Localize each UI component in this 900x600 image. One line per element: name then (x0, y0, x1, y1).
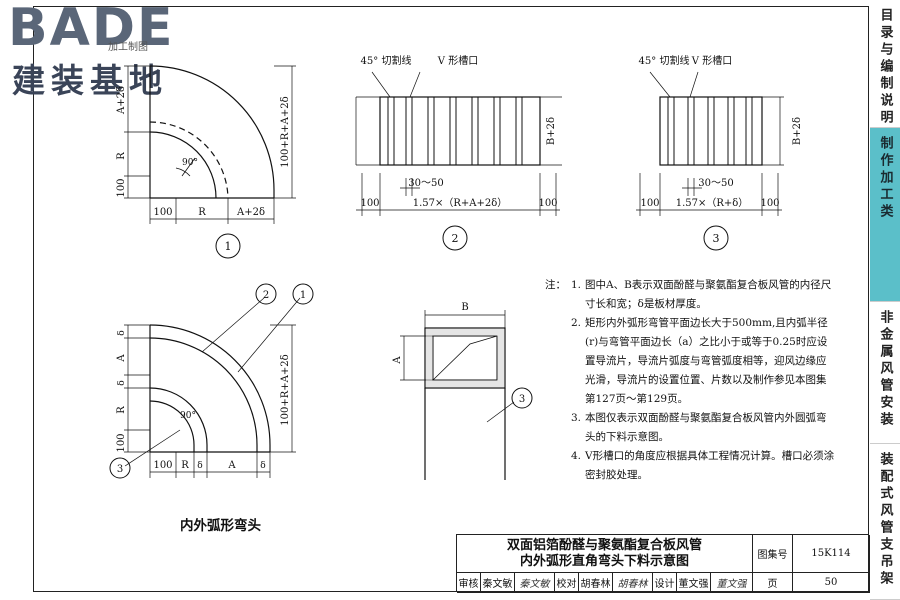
elbow-dim-100: 100 (116, 433, 127, 452)
section-dim-A: A (392, 356, 403, 365)
check-signature: 胡春林 (613, 573, 653, 593)
atlas-number: 15K114 (793, 535, 870, 573)
notes-heading: 注： (545, 279, 566, 291)
fig1-dim-R-b: R (198, 207, 206, 218)
check-name: 胡春林 (579, 573, 613, 593)
fig1-dim-100: 100 (116, 178, 127, 197)
fig3-cut-line: 45° 切割线 (639, 54, 690, 67)
elbow-callout-2: 2 (263, 290, 269, 301)
fig1-dim-A2d: A+2δ (116, 86, 127, 115)
page-label: 页 (753, 573, 793, 593)
elbow-callout-1: 1 (300, 290, 306, 301)
drawing-frame (33, 6, 869, 592)
fig3-dim-100-right: 100 (760, 198, 779, 209)
fig3-v-slot: V 形槽口 (691, 54, 732, 67)
elbow-dim-R-b: R (181, 460, 189, 471)
review-name: 秦文敏 (481, 573, 515, 593)
fig2-dim-100-right: 100 (538, 198, 557, 209)
fig1-dim-A2d-b: A+2δ (236, 207, 265, 218)
fig2-dim-100-left: 100 (360, 198, 379, 209)
fig1-dim-total: 100+R+A+2δ (280, 96, 291, 167)
elbow-dim-delta-4: δ (260, 461, 265, 471)
elbow-callout-3: 3 (117, 464, 123, 475)
section-callout-3: 3 (519, 394, 525, 405)
title-block-title: 双面铝箔酚醛与聚氨酯复合板风管 内外弧形直角弯头下料示意图 (457, 535, 753, 573)
fig3-dim-b2d: B+2δ (792, 117, 803, 145)
note-item: 1.图中A、B表示双面酚醛与聚氨酯复合板风管的内径尺寸长和宽；δ是板材厚度。 (571, 279, 832, 310)
check-label: 校对 (555, 573, 579, 593)
side-tab-label: 制作加工类 (877, 136, 893, 221)
fig1-number: 1 (225, 240, 232, 253)
side-tab-supports[interactable]: 装配式风管支吊架 (870, 444, 900, 600)
logo-scribble: 加工制图 (108, 42, 148, 53)
fig2-cut-line: 45° 切割线 (361, 54, 412, 67)
elbow-dim-R: R (116, 406, 127, 414)
notes-block: 注： 1.图中A、B表示双面酚醛与聚氨酯复合板风管的内径尺寸长和宽；δ是板材厚度… (545, 276, 835, 485)
fig2-dim-b2d: B+2δ (546, 117, 557, 145)
fig2-number: 2 (452, 232, 459, 245)
elbow-dim-100-b: 100 (153, 460, 172, 471)
elbow-dim-A-b: A (227, 460, 236, 471)
title-line-1: 双面铝箔酚醛与聚氨酯复合板风管 (506, 538, 702, 553)
side-navigation: 目录与编制说明 制作加工类 非金属风管安装 装配式风管支吊架 (870, 0, 900, 600)
elbow-dim-delta-2: δ (117, 380, 127, 385)
elbow-dim-delta-1: δ (117, 330, 127, 335)
side-tab-label: 目录与编制说明 (877, 8, 893, 127)
side-tab-nonmetal-install[interactable]: 非金属风管安装 (870, 302, 900, 444)
elbow-angle: 90° (180, 411, 196, 421)
fig1-outer-arc (149, 65, 275, 198)
fig2-dim-30-50: 30～50 (408, 178, 443, 189)
section-dim-B: B (461, 302, 468, 313)
fig1-dim-100-b: 100 (153, 207, 172, 218)
design-signature: 董文强 (711, 573, 753, 593)
side-tab-contents[interactable]: 目录与编制说明 (870, 0, 900, 128)
review-label: 审核 (457, 573, 481, 593)
note-item: 4.V形槽口的角度应根据具体工程情况计算。槽口必须涂密封胶处理。 (571, 450, 835, 481)
atlas-label: 图集号 (753, 535, 793, 573)
side-tab-label: 非金属风管安装 (877, 310, 893, 429)
side-tab-fabrication[interactable]: 制作加工类 (870, 128, 900, 302)
figure-caption: 内外弧形弯头 (180, 518, 261, 534)
fig3-dim-30-50: 30～50 (698, 178, 733, 189)
title-line-2: 内外弧形直角弯头下料示意图 (519, 554, 689, 569)
elbow-dim-total: 100+R+A+2δ (280, 354, 291, 425)
page-number: 50 (793, 573, 870, 593)
note-item: 2.矩形内外弧形弯管平面边长大于500mm,且内弧半径(r)与弯管平面边长（a）… (571, 317, 828, 405)
fig1-angle: 90° (182, 158, 198, 168)
review-signature: 秦文敏 (515, 573, 555, 593)
design-name: 董文强 (677, 573, 711, 593)
elbow-dim-A-1: A (116, 354, 127, 363)
elbow-dim-delta-3: δ (197, 461, 202, 471)
design-label: 设计 (653, 573, 677, 593)
fig1-dim-R: R (116, 152, 127, 160)
fig3-dim-157: 1.57×（R+δ） (676, 197, 749, 209)
fig3-dim-100-left: 100 (640, 198, 659, 209)
note-item: 3.本图仅表示双面酚醛与聚氨酯复合板风管内外圆弧弯头的下料示意图。 (571, 412, 827, 443)
fig3-number: 3 (713, 232, 720, 245)
fig2-dim-157: 1.57×（R+A+2δ） (413, 197, 508, 209)
logo-brand: BADE (8, 0, 175, 58)
fig2-v-slot: V 形槽口 (437, 54, 478, 67)
logo-brand-zh: 建装基地 (12, 61, 168, 100)
title-block: 双面铝箔酚醛与聚氨酯复合板风管 内外弧形直角弯头下料示意图 图集号 15K114… (456, 534, 870, 593)
side-tab-label: 装配式风管支吊架 (877, 452, 893, 588)
bade-logo: BADE 建装基地 加工制图 (6, 0, 181, 100)
fig1-inner-arc (149, 121, 229, 199)
elbow-outer-arc (149, 324, 271, 452)
